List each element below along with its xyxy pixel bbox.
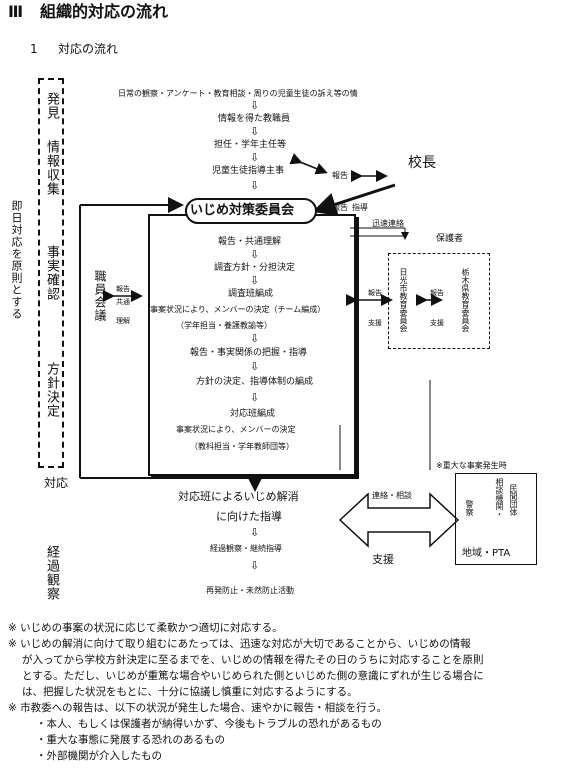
guardian-label: 保護者 bbox=[436, 234, 464, 244]
pref-board-label: 栃木県教育委員会 bbox=[461, 268, 470, 332]
committee-step-members-note: （学年担当・養護教諭等） bbox=[176, 321, 272, 330]
label-fact-check: 事実確認 bbox=[44, 245, 59, 301]
staff-meeting-label: 職員会議 bbox=[93, 270, 107, 322]
support-label: 支援 bbox=[372, 553, 394, 566]
flow-step-guidance: 児童生徒指導主事 bbox=[212, 166, 285, 176]
board2-support-label: 支援 bbox=[430, 319, 444, 327]
committee-step-members: 事案状況により、メンバーの決定（チーム編成） bbox=[150, 305, 326, 314]
down-arrow-icon: ⇩ bbox=[250, 99, 260, 112]
left-phase-box bbox=[38, 78, 64, 468]
committee-step-survey: 調査方針・分担決定 bbox=[214, 263, 296, 273]
label-immediate: 即日対応を原則とする bbox=[10, 200, 23, 320]
down-arrow-icon: ⇩ bbox=[250, 526, 260, 539]
committee-step-report: 報告・共通理解 bbox=[218, 237, 282, 247]
note-line: ※ いじめの事案の状況に応じて柔軟かつ適切に対応する。 bbox=[8, 622, 283, 634]
boards-box bbox=[388, 253, 490, 349]
label-discovery: 発見 bbox=[44, 92, 59, 120]
board1-support-label: 支援 bbox=[368, 319, 382, 327]
note-line: が入ってから学校方針決定に至るまでを、いじめの情報を得たその日のうちに対応するこ… bbox=[22, 654, 484, 666]
committee-step-facts: 報告・事実関係の把握・指導 bbox=[190, 348, 308, 358]
resolve-line-2: に向けた指導 bbox=[216, 510, 282, 523]
committee-step-policy: 方針の決定、指導体制の編成 bbox=[196, 377, 314, 387]
principal-guidance-label: 指導 bbox=[352, 203, 368, 212]
committee-step-team: 調査班編成 bbox=[228, 289, 274, 299]
principal-report-label: 報告 bbox=[332, 171, 348, 180]
down-arrow-icon: ⇩ bbox=[250, 391, 260, 404]
label-response: 対応 bbox=[44, 476, 69, 490]
committee-title: いじめ対策委員会 bbox=[190, 203, 295, 218]
resolve-line-1: 対応班によるいじめ解消 bbox=[178, 490, 299, 503]
page-title: 組織的対応の流れ bbox=[40, 2, 169, 21]
note-line: ※ 市教委への報告は、以下の状況が発生した場合、速やかに報告・相談を行う。 bbox=[8, 702, 388, 714]
staff-understand-label: 理解 bbox=[116, 317, 130, 325]
down-arrow-icon: ⇩ bbox=[250, 559, 260, 572]
note-line: ※ いじめの解消に向けて取り組むにあたっては、迅速な対応が大切であることから、い… bbox=[8, 638, 471, 650]
board2-report-label: 報告 bbox=[430, 289, 444, 297]
principal-instruct-label: 報告 bbox=[332, 203, 348, 212]
agencies-label-2: 民間団体 bbox=[509, 484, 518, 516]
note-bullet: ・本人、もしくは保護者が納得いかず、今後もトラブルの恐れがあるもの bbox=[36, 718, 382, 730]
committee-title-box bbox=[185, 198, 317, 224]
label-observe: 経過観察 bbox=[44, 545, 59, 601]
label-info-collect: 情報収集 bbox=[44, 140, 59, 196]
down-arrow-icon: ⇩ bbox=[250, 332, 260, 345]
note-bullet: ・外部機関が介入したもの bbox=[36, 750, 162, 762]
down-arrow-icon: ⇩ bbox=[250, 151, 260, 164]
subsection-number: 1 bbox=[30, 42, 38, 56]
section-number: Ⅲ bbox=[8, 2, 24, 21]
committee-step-response-members: 事案状況により、メンバーの決定 bbox=[176, 425, 296, 434]
staff-share-label: 共通 bbox=[116, 298, 130, 306]
note-line: は、把握した状況をもとに、十分に協議し慎重に対応するようにする。 bbox=[22, 686, 358, 698]
police-label: 警察 bbox=[465, 500, 474, 516]
note-bullet: ・重大な事態に発展する恐れのあるもの bbox=[36, 734, 225, 746]
down-arrow-icon: ⇩ bbox=[250, 125, 260, 138]
down-arrow-icon: ⇩ bbox=[250, 179, 260, 192]
community-label: 地域・PTA bbox=[462, 548, 511, 559]
down-arrow-icon: ⇩ bbox=[250, 360, 260, 373]
principal-label: 校長 bbox=[408, 155, 436, 171]
prevention-label: 再発防止・未然防止活動 bbox=[206, 586, 294, 595]
follow-up-label: 経過観察・継続指導 bbox=[210, 544, 282, 553]
down-arrow-icon: ⇩ bbox=[250, 274, 260, 287]
emergency-label: ※重大な事案発生時 bbox=[436, 461, 507, 470]
label-policy: 方針決定 bbox=[44, 362, 59, 418]
flow-top-sources: 日常の観察・アンケート・教育相談・周りの児童生徒の訴え等の情 bbox=[118, 89, 358, 98]
parents-contact-label: 迅速連絡 bbox=[372, 219, 404, 228]
staff-report-label: 報告 bbox=[116, 285, 130, 293]
down-arrow-icon: ⇩ bbox=[250, 248, 260, 261]
city-board-label: 日光市教育委員会 bbox=[399, 268, 408, 332]
subsection-title: 対応の流れ bbox=[58, 42, 119, 56]
flow-step-staff: 情報を得た教職員 bbox=[218, 114, 291, 124]
agencies-label-1: 相談機関・ bbox=[495, 478, 504, 518]
committee-step-response-team: 対応班編成 bbox=[230, 409, 276, 419]
agencies-box bbox=[455, 473, 537, 565]
committee-step-response-note: （教科担当・学年教師団等） bbox=[190, 442, 294, 451]
contact-consult-label: 連絡・相談 bbox=[372, 491, 412, 500]
note-line: とする。ただし、いじめが重篤な場合やいじめられた側といじめた側の意識にずれが生じ… bbox=[22, 670, 484, 682]
flow-step-homeroom: 担任・学年主任等 bbox=[214, 140, 287, 150]
board1-report-label: 報告 bbox=[368, 289, 382, 297]
